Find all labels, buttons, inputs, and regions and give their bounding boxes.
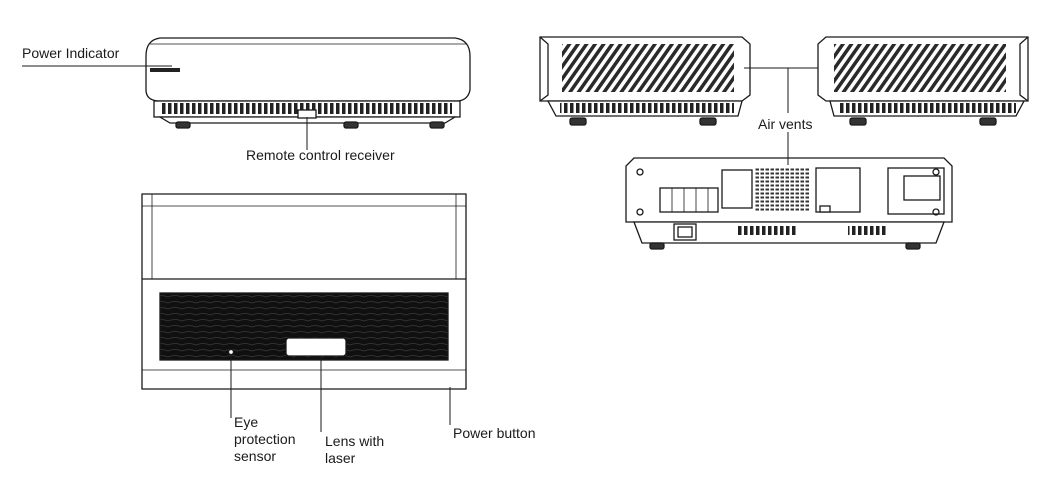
leader-lines [22,65,818,432]
side-view-left [539,36,751,126]
air-vents-label: Air vents [758,116,813,132]
eye-sensor-line-2: protection [234,431,296,447]
side-view-right [817,36,1029,126]
eye-sensor-line-3: sensor [234,448,277,464]
lens-with-laser-label: Lens with laser [325,433,384,467]
eye-sensor-line-1: Eye [234,414,259,430]
remote-control-receiver-label: Remote control receiver [246,147,395,163]
front-view [145,37,471,129]
power-button-label: Power button [453,425,536,441]
power-indicator-label: Power Indicator [22,45,120,61]
lens-line-1: Lens with [325,433,385,449]
rear-view [625,157,953,250]
eye-protection-sensor-label: Eye protection sensor [234,414,295,465]
lens-line-2: laser [325,450,356,466]
top-view [141,193,467,390]
